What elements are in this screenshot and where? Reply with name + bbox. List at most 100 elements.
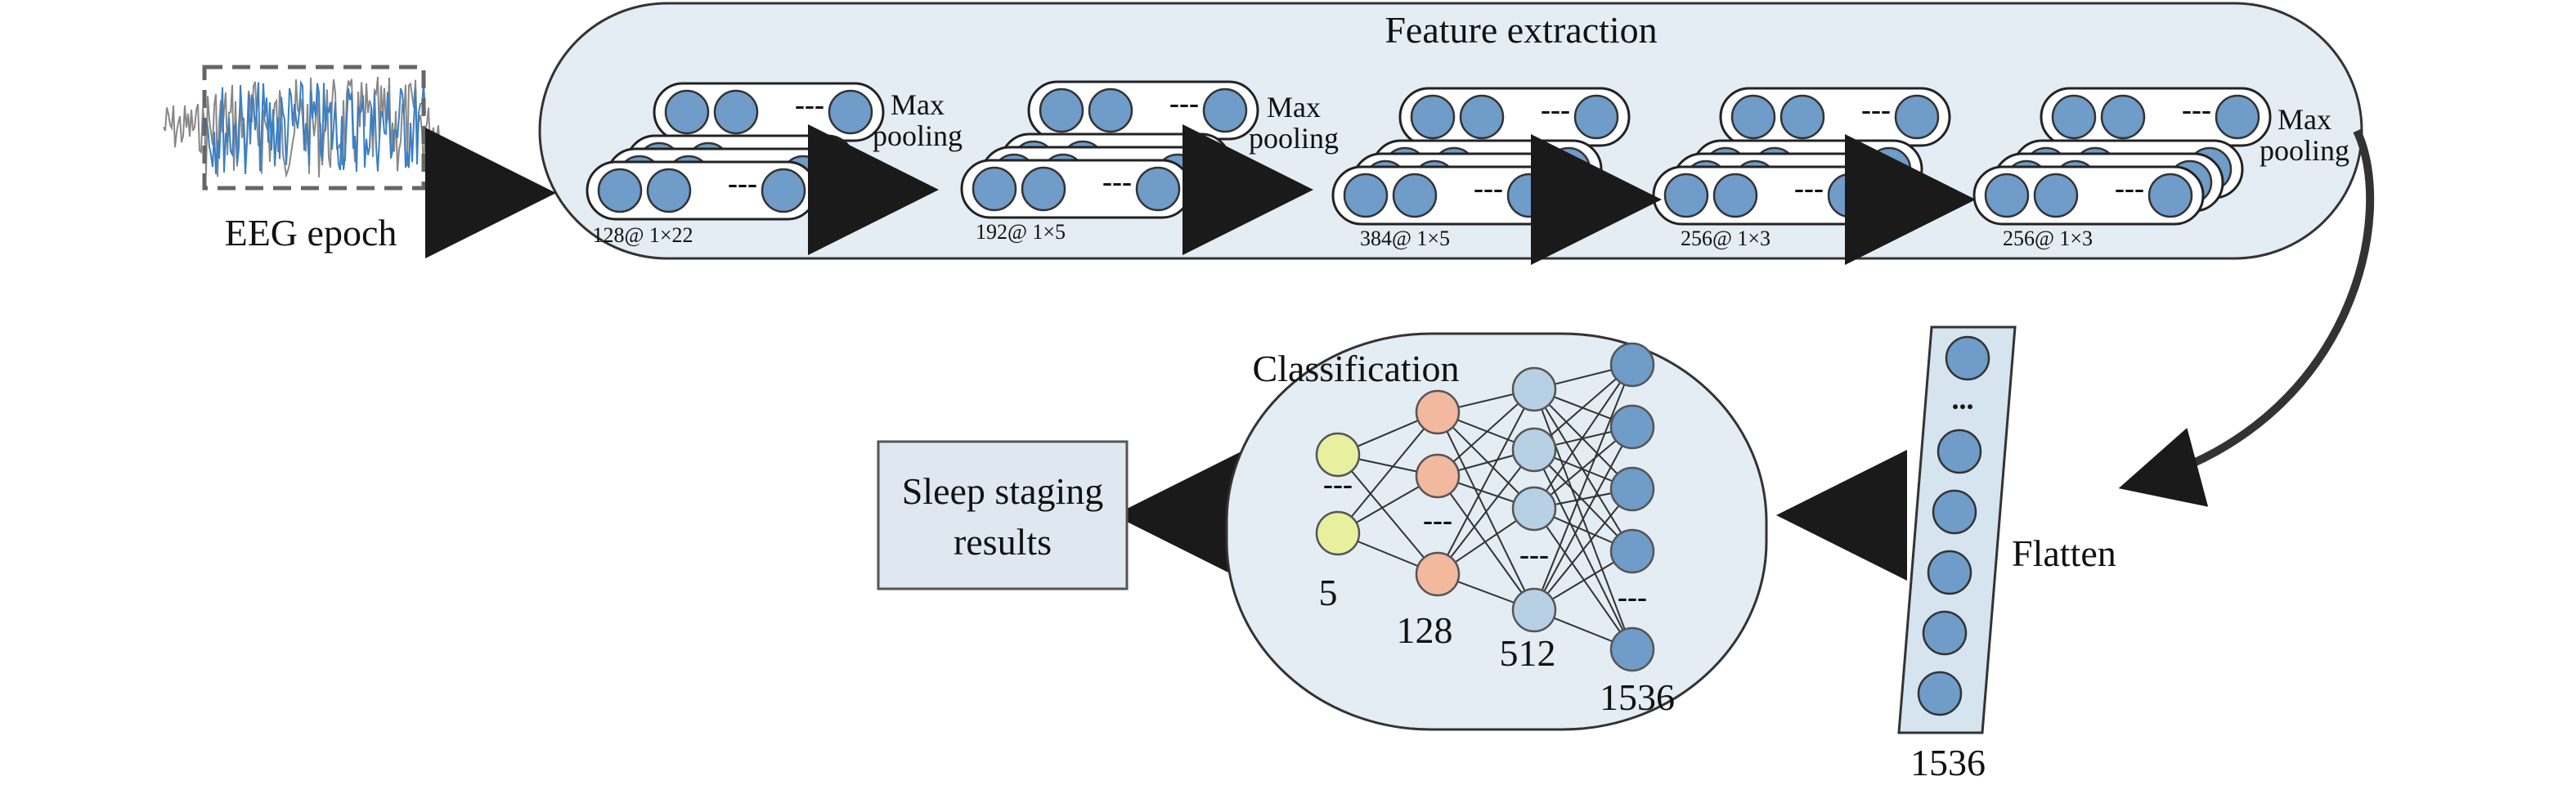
pooling-label-2-line2: pooling — [1249, 122, 1339, 155]
mlp-connection — [1437, 449, 1535, 575]
mlp-connection — [1337, 411, 1438, 534]
flatten-neurons: ... — [1917, 335, 1990, 716]
neuron — [646, 168, 692, 213]
flatten-layer: ... Flatten 1536 — [1897, 325, 2116, 783]
arrow-conv-to-flatten — [2118, 128, 2375, 507]
neuron — [828, 89, 873, 135]
mlp-connection — [1337, 454, 1438, 575]
mlp-connection — [1533, 426, 1633, 611]
conv-layer-label-4: 256@ 1×3 — [1681, 227, 1770, 250]
neuron — [1779, 94, 1825, 140]
ellipsis: --- — [1541, 93, 1570, 126]
neuron — [1021, 166, 1066, 212]
mlp-layer-label-4: 1536 — [1600, 676, 1675, 718]
eeg-epoch-label: EEG epoch — [225, 212, 397, 254]
mlp-layer-label-2: 128 — [1397, 609, 1453, 651]
mlp-ellipsis: --- — [1618, 581, 1647, 613]
neuron — [2147, 173, 2193, 218]
neuron — [1894, 94, 1940, 140]
neuron — [1984, 173, 2030, 218]
mlp-ellipsis: --- — [1423, 504, 1452, 536]
pooling-label-3-line1: Max — [2278, 103, 2331, 136]
neuron — [2051, 94, 2097, 140]
eeg-window-box — [202, 65, 426, 191]
neuron — [1039, 88, 1084, 133]
classification-title: Classification — [1253, 348, 1460, 389]
ellipsis: --- — [1861, 93, 1891, 126]
neuron — [2215, 94, 2260, 140]
neuron — [1459, 94, 1505, 140]
flatten-neuron — [1917, 671, 1963, 716]
flatten-neuron — [1927, 550, 1972, 595]
mlp-neuron-layer-2 — [1415, 453, 1461, 499]
ellipsis: --- — [795, 88, 824, 121]
mlp-neuron-layer-3 — [1511, 427, 1557, 473]
conv-layer-label-3: 384@ 1×5 — [1360, 227, 1450, 250]
neuron — [1088, 88, 1133, 133]
output-line2: results — [954, 521, 1052, 563]
ellipsis: --- — [1102, 165, 1132, 198]
mlp-neuron-layer-4 — [1609, 342, 1655, 388]
mlp-layer-label-3: 512 — [1500, 632, 1556, 674]
output-box: Sleep staging results — [877, 440, 1129, 590]
output-box-rect — [877, 440, 1129, 590]
neuron — [1730, 94, 1776, 140]
mlp-connection — [1533, 364, 1633, 611]
flatten-neuron — [1922, 610, 1968, 656]
conv-blocks: --- --- --- --- 128@ 1×22 --- --- --- --- 192@ 1×… — [586, 80, 2272, 250]
ellipsis: --- — [2115, 172, 2144, 204]
neuron — [1506, 173, 1552, 218]
mlp-neuron-layer-3 — [1511, 486, 1557, 532]
neuron — [1827, 173, 1873, 218]
mlp-neuron-layer-4 — [1609, 404, 1655, 450]
mlp-neuron-layer-4 — [1609, 528, 1655, 574]
mlp-neuron-layer-3 — [1511, 587, 1557, 633]
mlp-connection — [1437, 388, 1535, 575]
mlp-ellipsis: --- — [1323, 468, 1353, 500]
neuron — [2033, 173, 2079, 218]
mlp-network: --- 5 --- 128 --- 512 --- 1536 — [1315, 342, 1675, 718]
neuron — [664, 89, 710, 135]
mlp-neuron-layer-4 — [1609, 626, 1655, 672]
mlp-neuron-layer-1 — [1315, 432, 1361, 478]
pooling-label-3-line2: pooling — [2260, 134, 2349, 167]
conv-layer-label-2: 192@ 1×5 — [976, 220, 1066, 244]
conv-block-5: ------------256@ 1×3 — [1972, 87, 2272, 250]
neuron — [1343, 173, 1389, 218]
mlp-neuron-layer-3 — [1511, 366, 1557, 412]
mlp-ellipsis: --- — [1519, 538, 1549, 571]
conv-block-1: ------------128@ 1×22 — [586, 82, 885, 247]
classification-panel: Classification --- 5 --- 128 --- 512 --- 1536 — [1225, 332, 1768, 731]
neuron — [1410, 94, 1456, 140]
mlp-connection — [1533, 364, 1633, 509]
eeg-trace-blue — [205, 79, 426, 174]
eeg-signal-icon — [163, 77, 442, 179]
neuron — [1202, 88, 1248, 133]
neuron — [713, 89, 759, 135]
pooling-label-1-line1: Max — [891, 88, 945, 121]
output-line1: Sleep staging — [902, 470, 1104, 512]
conv-layer-label-1: 128@ 1×22 — [592, 223, 693, 247]
ellipsis: --- — [1794, 172, 1824, 204]
flatten-neuron — [1936, 429, 1982, 474]
neuron — [1663, 173, 1709, 218]
mlp-connection — [1533, 508, 1633, 650]
flatten-neuron — [1945, 335, 1990, 381]
pooling-label-2-line1: Max — [1267, 91, 1321, 123]
flatten-neuron — [1932, 489, 1977, 535]
neuron — [1712, 173, 1758, 218]
ellipsis: --- — [728, 167, 757, 200]
mlp-neuron-layer-2 — [1415, 389, 1461, 435]
neuron — [2100, 94, 2146, 140]
mlp-connection — [1533, 449, 1633, 552]
mlp-neuron-layer-2 — [1415, 551, 1461, 597]
mlp-layer-label-1: 5 — [1319, 572, 1338, 613]
ellipsis: --- — [1169, 87, 1199, 119]
neuron — [761, 168, 806, 213]
eeg-epoch-group: EEG epoch — [163, 65, 442, 254]
conv-layer-label-5: 256@ 1×3 — [2003, 227, 2093, 250]
mlp-neuron-layer-1 — [1315, 510, 1361, 556]
flatten-label: Flatten — [2012, 532, 2116, 574]
neuron — [597, 168, 643, 213]
